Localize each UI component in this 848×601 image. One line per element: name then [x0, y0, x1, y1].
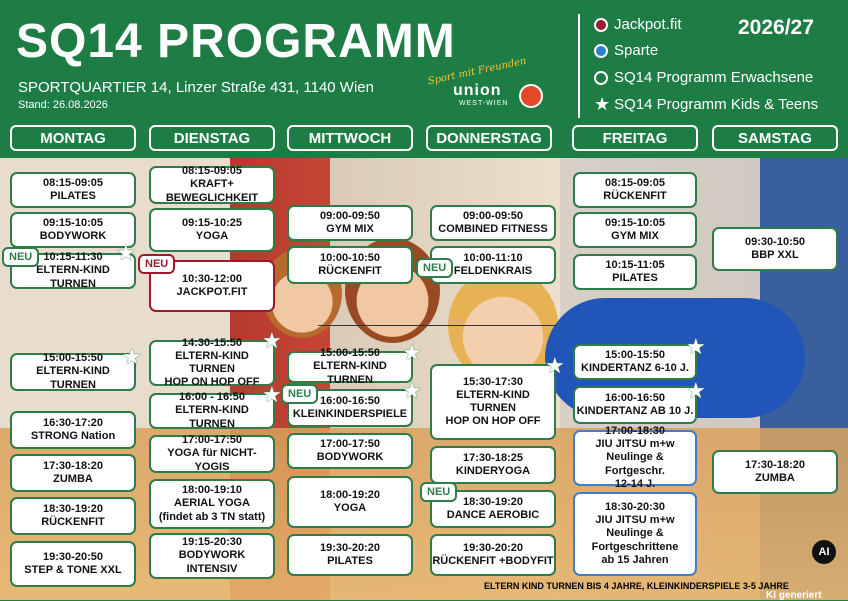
day-friday: FREITAG: [572, 125, 698, 151]
day-saturday: SAMSTAG: [712, 125, 838, 151]
logo-name: union: [453, 82, 502, 99]
season-year: 2026/27: [738, 16, 814, 39]
divider-line: [318, 325, 556, 326]
page-title: SQ14 PROGRAMM: [16, 15, 456, 68]
new-badge: NEU: [281, 384, 319, 404]
star-icon: ★: [262, 328, 282, 353]
star-icon: ★: [686, 334, 706, 359]
day-thursday: DONNERSTAG: [426, 125, 552, 151]
star-icon: ★: [402, 340, 422, 365]
new-badge: NEU: [138, 254, 176, 274]
red-dot-icon: [594, 17, 608, 32]
new-badge: NEU: [416, 258, 454, 278]
gym-floor: [0, 428, 848, 600]
star-icon: ★: [686, 378, 706, 403]
legend-sparte: Sparte: [594, 42, 658, 59]
star-icon: ★: [122, 344, 142, 369]
logo-mark-icon: [519, 84, 543, 108]
legend-label: SQ14 Programm Erwachsene: [614, 69, 814, 86]
legend-label: Jackpot.fit: [614, 16, 682, 33]
legend-label: SQ14 Programm Kids & Teens: [614, 95, 819, 113]
star-icon: ★: [262, 382, 282, 407]
day-tuesday: DIENSTAG: [149, 125, 275, 151]
logo-sub: WEST-WIEN: [459, 100, 509, 107]
stand-date: Stand: 26.08.2026: [18, 99, 108, 111]
new-badge: NEU: [2, 247, 40, 267]
legend-erwachsene: SQ14 Programm Erwachsene: [594, 69, 813, 86]
new-badge: NEU: [420, 482, 458, 502]
header: SQ14 PROGRAMM SPORTQUARTIER 14, Linzer S…: [0, 0, 848, 158]
star-icon: ★: [594, 94, 611, 114]
star-icon: ★: [116, 240, 136, 265]
divider: [578, 14, 580, 118]
footnote: ELTERN KIND TURNEN BIS 4 JAHRE, KLEINKIN…: [484, 581, 789, 591]
ai-badge-icon: AI: [812, 540, 836, 564]
legend-label: Sparte: [614, 42, 659, 59]
star-icon: ★: [402, 378, 422, 403]
star-icon: ★: [545, 353, 565, 378]
legend-kids: ★ SQ14 Programm Kids & Teens: [594, 95, 818, 113]
union-logo: Sport mit Freunden union WEST-WIEN: [425, 56, 545, 116]
legend-jackpot: Jackpot.fit: [594, 16, 682, 33]
blue-dot-icon: [594, 43, 608, 58]
ki-note: KI generiert: [766, 590, 822, 601]
day-wednesday: MITTWOCH: [287, 125, 413, 151]
day-monday: MONTAG: [10, 125, 136, 151]
white-dot-icon: [594, 70, 608, 85]
address: SPORTQUARTIER 14, Linzer Straße 431, 114…: [18, 79, 374, 96]
